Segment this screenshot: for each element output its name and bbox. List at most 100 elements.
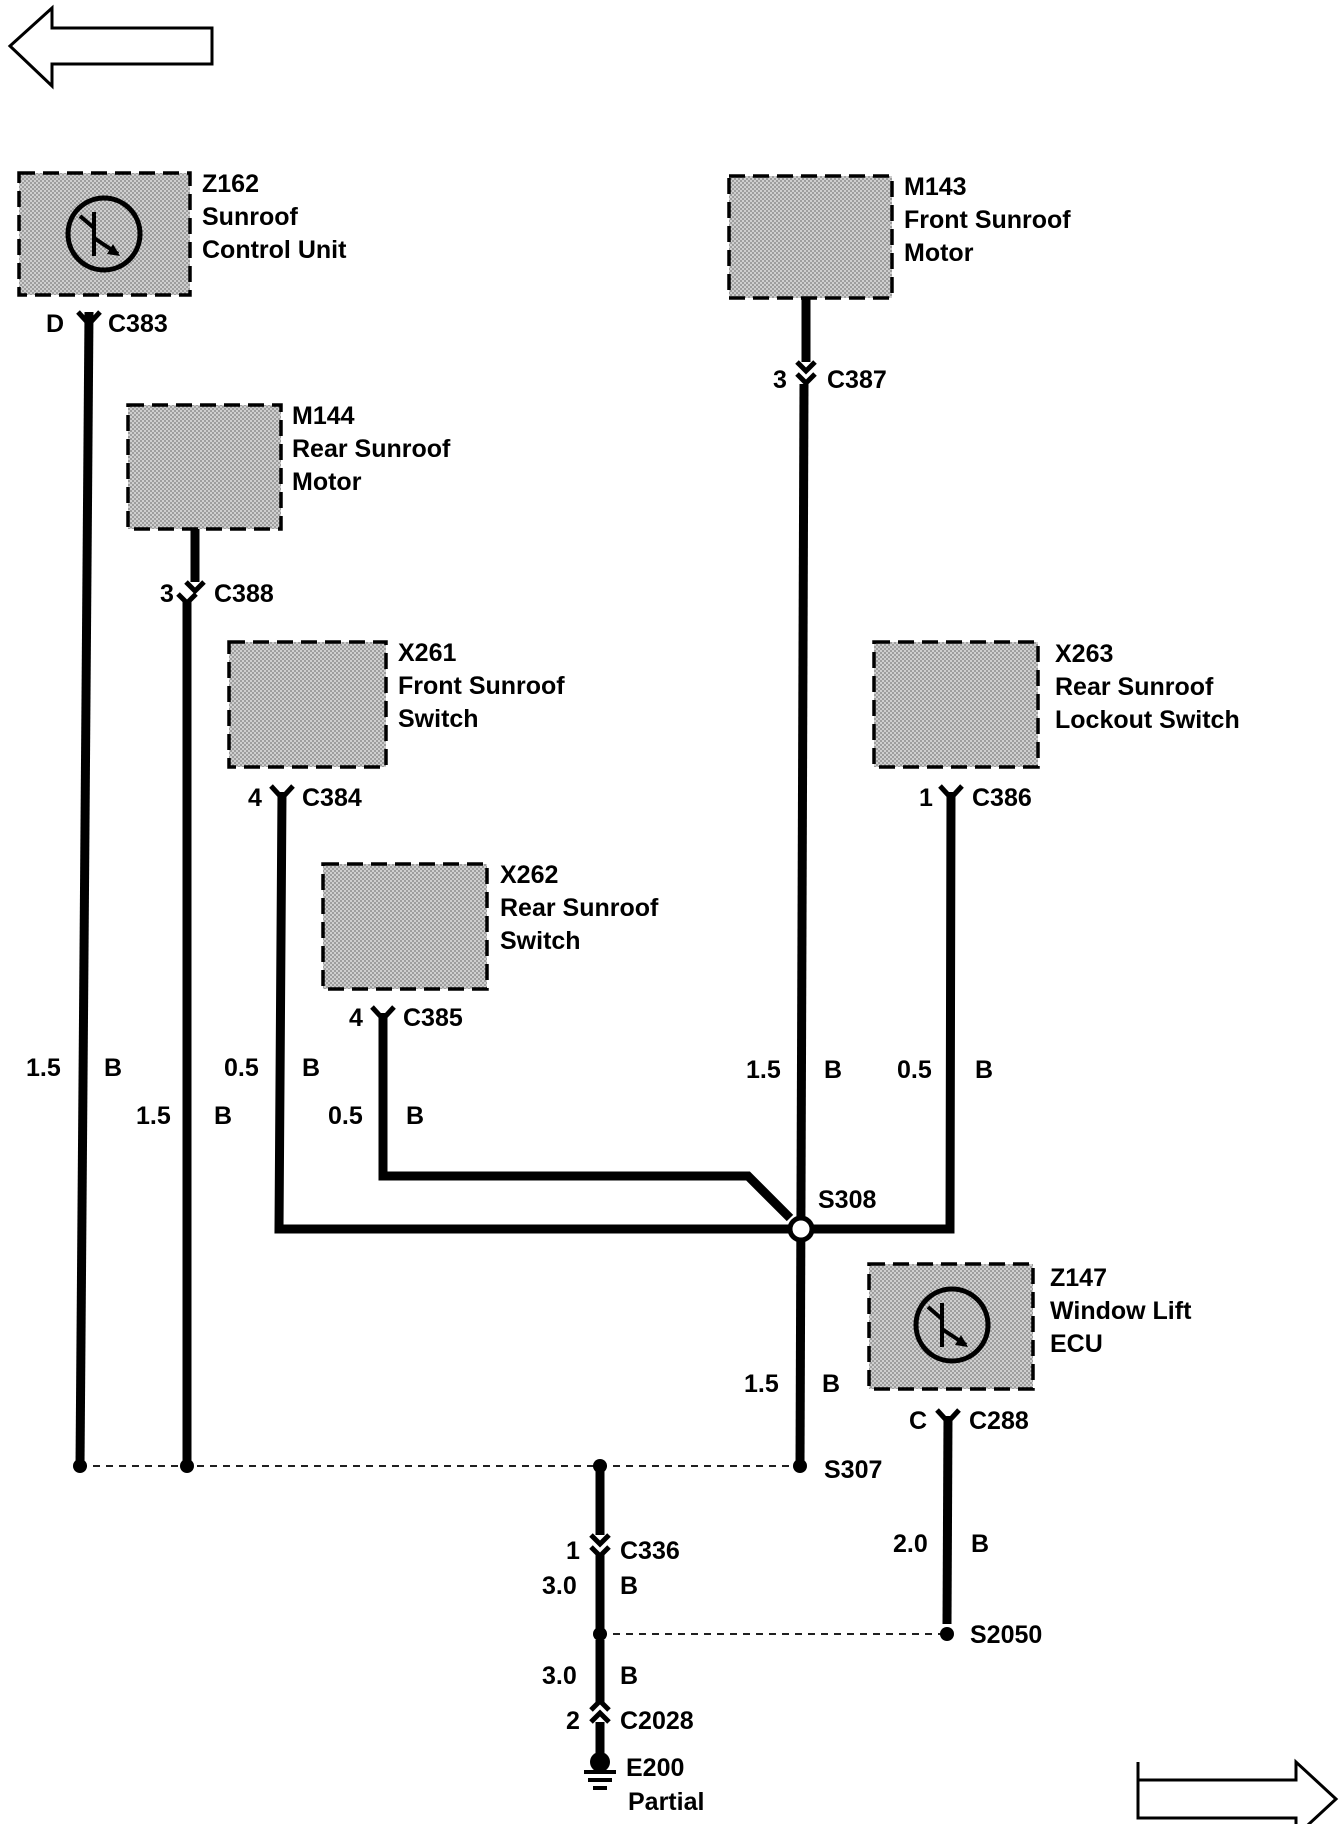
wire-size: 0.5 xyxy=(897,1056,932,1084)
splice-s308-dot xyxy=(787,1215,815,1243)
connector-name: C385 xyxy=(403,1004,463,1032)
component-x261: X261 Front Sunroof Switch xyxy=(227,639,565,769)
right-arrow-icon[interactable] xyxy=(1136,1758,1339,1824)
connector-pin: C xyxy=(909,1407,927,1435)
connector-name: C288 xyxy=(969,1407,1029,1435)
ground-note: Partial xyxy=(628,1788,704,1816)
ground-icon xyxy=(584,1752,616,1790)
component-name: Front Sunroof xyxy=(904,206,1071,234)
component-x263: X263 Rear Sunroof Lockout Switch xyxy=(872,640,1240,769)
component-name: Control Unit xyxy=(202,236,347,264)
splice-label: S307 xyxy=(824,1456,882,1484)
connector-pin: 1 xyxy=(566,1537,580,1565)
component-z147: Z147 Window Lift ECU xyxy=(867,1262,1192,1391)
connector-name: C383 xyxy=(108,310,168,338)
component-id: X261 xyxy=(398,639,456,667)
wire-color: B xyxy=(406,1102,424,1130)
connector-symbol-c385 xyxy=(370,1005,396,1023)
wire-c387 xyxy=(795,298,811,1467)
wire-color: B xyxy=(104,1054,122,1082)
component-id: M144 xyxy=(292,402,355,430)
component-id: Z162 xyxy=(202,170,259,198)
connector-pin: 4 xyxy=(349,1004,363,1032)
splice-dot xyxy=(793,1459,807,1473)
wire-size: 0.5 xyxy=(224,1054,259,1082)
connector-symbol-c387 xyxy=(795,360,817,387)
splice-label: S2050 xyxy=(970,1621,1042,1649)
connector-symbol-c383 xyxy=(76,310,102,328)
connector-symbol-c384 xyxy=(269,784,295,802)
left-arrow-icon[interactable] xyxy=(7,4,214,90)
component-id: X263 xyxy=(1055,640,1113,668)
connector-pin: 2 xyxy=(566,1707,580,1735)
wire-color: B xyxy=(302,1054,320,1082)
component-id: M143 xyxy=(904,173,967,201)
connector-name: C2028 xyxy=(620,1707,694,1735)
wire-color: B xyxy=(620,1572,638,1600)
wire-size: 3.0 xyxy=(542,1662,577,1690)
wire-color: B xyxy=(822,1370,840,1398)
splice-label: S308 xyxy=(818,1186,876,1214)
wire-color: B xyxy=(824,1056,842,1084)
connector-symbol-c388 xyxy=(176,580,206,607)
wire-size: 1.5 xyxy=(136,1102,171,1130)
component-name: Sunroof xyxy=(202,203,298,231)
component-x262: X262 Rear Sunroof Switch xyxy=(321,861,659,991)
connector-pin: 3 xyxy=(160,580,174,608)
connector-pin: 4 xyxy=(248,784,262,812)
connector-name: C387 xyxy=(827,366,887,394)
wire-c383 xyxy=(75,311,94,1467)
component-m144: M144 Rear Sunroof Motor xyxy=(126,402,451,531)
wire-size: 1.5 xyxy=(746,1056,781,1084)
component-name: ECU xyxy=(1050,1330,1103,1358)
wire-c386 xyxy=(801,791,956,1234)
component-name: Motor xyxy=(292,468,362,496)
connector-symbol-c288 xyxy=(935,1408,961,1426)
wire-size: 0.5 xyxy=(328,1102,363,1130)
wire-size: 1.5 xyxy=(744,1370,779,1398)
component-name: Switch xyxy=(500,927,581,955)
wire-c385 xyxy=(378,1013,794,1222)
component-name: Switch xyxy=(398,705,479,733)
transistor-icon xyxy=(65,195,143,273)
component-id: Z147 xyxy=(1050,1264,1107,1292)
connector-pin: 1 xyxy=(919,784,933,812)
connector-symbol-c2028 xyxy=(589,1697,611,1724)
component-name: Front Sunroof xyxy=(398,672,565,700)
wire-c388 xyxy=(182,529,200,1466)
connector-name: C386 xyxy=(972,784,1032,812)
wire-color: B xyxy=(620,1662,638,1690)
component-name: Rear Sunroof xyxy=(500,894,659,922)
wire-size: 1.5 xyxy=(26,1054,61,1082)
wire-size: 3.0 xyxy=(542,1572,577,1600)
component-id: X262 xyxy=(500,861,558,889)
connector-pin: 3 xyxy=(773,366,787,394)
splice-dot xyxy=(593,1627,607,1641)
component-name: Rear Sunroof xyxy=(292,435,451,463)
component-name: Motor xyxy=(904,239,974,267)
wire-c288 xyxy=(942,1415,953,1625)
connector-name: C336 xyxy=(620,1537,680,1565)
wire-size: 2.0 xyxy=(893,1530,928,1558)
connector-name: C384 xyxy=(302,784,362,812)
wire-color: B xyxy=(214,1102,232,1130)
ground-label: E200 xyxy=(626,1754,684,1782)
wire-color: B xyxy=(975,1056,993,1084)
splice-dot xyxy=(180,1459,194,1473)
splice-dot xyxy=(593,1459,607,1473)
component-m143: M143 Front Sunroof Motor xyxy=(727,173,1071,300)
component-name: Rear Sunroof xyxy=(1055,673,1214,701)
transistor-icon xyxy=(913,1286,991,1364)
component-z162: Z162 Sunroof Control Unit xyxy=(17,170,347,297)
wire-color: B xyxy=(971,1530,989,1558)
wire-c384 xyxy=(274,791,801,1234)
component-name: Window Lift xyxy=(1050,1297,1192,1325)
connector-symbol-c386 xyxy=(938,784,964,802)
connector-symbol-c336 xyxy=(589,1533,611,1560)
component-name: Lockout Switch xyxy=(1055,706,1240,734)
connector-name: C388 xyxy=(214,580,274,608)
splice-dot xyxy=(940,1627,954,1641)
connector-pin: D xyxy=(46,310,64,338)
splice-dot xyxy=(73,1459,87,1473)
